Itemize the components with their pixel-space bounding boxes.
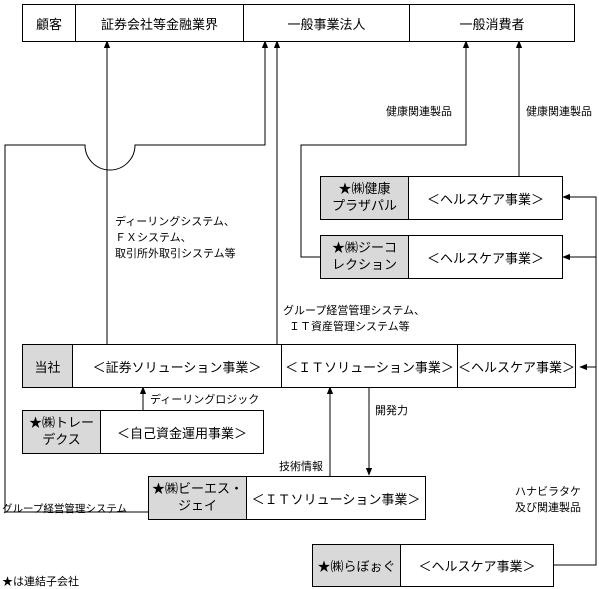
label-dealing-line3: 取引所外取引システム等 [115,247,236,260]
line-rabo-supply [554,193,597,566]
tradex-name-line1: ★㈱トレー [28,416,94,431]
line-group-mgmt [4,40,269,513]
kenko-plaza-pal-box: ★㈱健康 プラザパル ＜ヘルスケア事業＞ [320,176,563,220]
company-health-biz: ＜ヘルスケア事業＞ [458,360,576,376]
label-health-products-2: 健康関連製品 [526,105,592,118]
label-dev-power: 開発力 [375,404,408,417]
label-group-mgmt-line2: ＩＴ資産管理システム等 [289,320,410,333]
label-hanabira-line1: ハナビラタケ [515,485,581,498]
kenko-plaza-pal-name: ★㈱健康 プラザパル [321,177,409,219]
label-hanabira-line2: 及び関連製品 [515,501,581,514]
customer-consumers: 一般消費者 [459,17,525,33]
customer-securities: 証券会社等金融業界 [76,5,244,41]
company-label: 当社 [23,345,73,387]
kenko-plaza-pal-biz: ＜ヘルスケア事業＞ [426,192,544,208]
customer-corporations: 一般事業法人 [244,5,410,41]
jiko-name-line2: レクション [331,258,397,273]
kenko-plaza-pal-name-line1: ★㈱健康 [338,182,391,197]
footnote: ★は連結子会社 [2,575,79,588]
label-dealing-logic: ディーリングロジック [150,393,260,406]
customer-row: 顧客 証券会社等金融業界 一般事業法人 一般消費者 [22,4,575,42]
jiko-name-line1: ★㈱ジーコ [331,241,397,256]
label-health-products-1: 健康関連製品 [386,105,452,118]
label-dealing-line2: ＦＸシステム、 [115,231,192,244]
label-group-mgmt: グループ経営管理システム、 ＩＴ資産管理システム等 [283,303,425,335]
label-tech-info: 技術情報 [279,460,323,473]
jiko-box: ★㈱ジーコ レクション ＜ヘルスケア事業＞ [320,235,563,279]
label-hanabira: ハナビラタケ 及び関連製品 [515,484,581,516]
label-group-mgmt-line1: グループ経営管理システム、 [283,304,426,317]
tradex-name-line2: デクス [42,433,81,448]
bsj-name-line1: ★㈱ビーエス・ [151,482,243,497]
rabo-name: ★㈱らぼぉぐ [313,545,401,586]
company-it-biz: ＜ＩＴソリューション事業＞ [282,345,458,387]
jiko-name: ★㈱ジーコ レクション [321,236,409,278]
rabo-box: ★㈱らぼぉぐ ＜ヘルスケア事業＞ [312,544,554,587]
company-securities-biz: ＜証券ソリューション事業＞ [73,345,282,387]
bsj-name: ★㈱ビーエス・ ジェイ [149,477,247,519]
customer-label: 顧客 [23,5,76,41]
company-row: 当社 ＜証券ソリューション事業＞ ＜ＩＴソリューション事業＞ ＜ヘルスケア事業＞ [22,344,576,388]
arrow-jiko-to-consumers [300,40,470,258]
bsj-box: ★㈱ビーエス・ ジェイ ＜ＩＴソリューション事業＞ [148,476,426,520]
tradex-biz: ＜自己資金運用事業＞ [116,426,247,442]
tradex-name: ★㈱トレー デクス [23,411,101,453]
jiko-biz: ＜ヘルスケア事業＞ [426,251,544,267]
label-dealing: ディーリングシステム、 ＦＸシステム、 取引所外取引システム等 [115,214,236,262]
rabo-biz: ＜ヘルスケア事業＞ [418,560,536,575]
bsj-name-line2: ジェイ [177,499,217,514]
label-group-mgmt-system: グループ経営管理システム [2,503,128,515]
bsj-biz: ＜ＩＴソリューション事業＞ [251,492,421,508]
label-dealing-line1: ディーリングシステム、 [115,215,235,228]
kenko-plaza-pal-name-line2: プラザパル [331,199,397,214]
tradex-box: ★㈱トレー デクス ＜自己資金運用事業＞ [22,410,264,454]
